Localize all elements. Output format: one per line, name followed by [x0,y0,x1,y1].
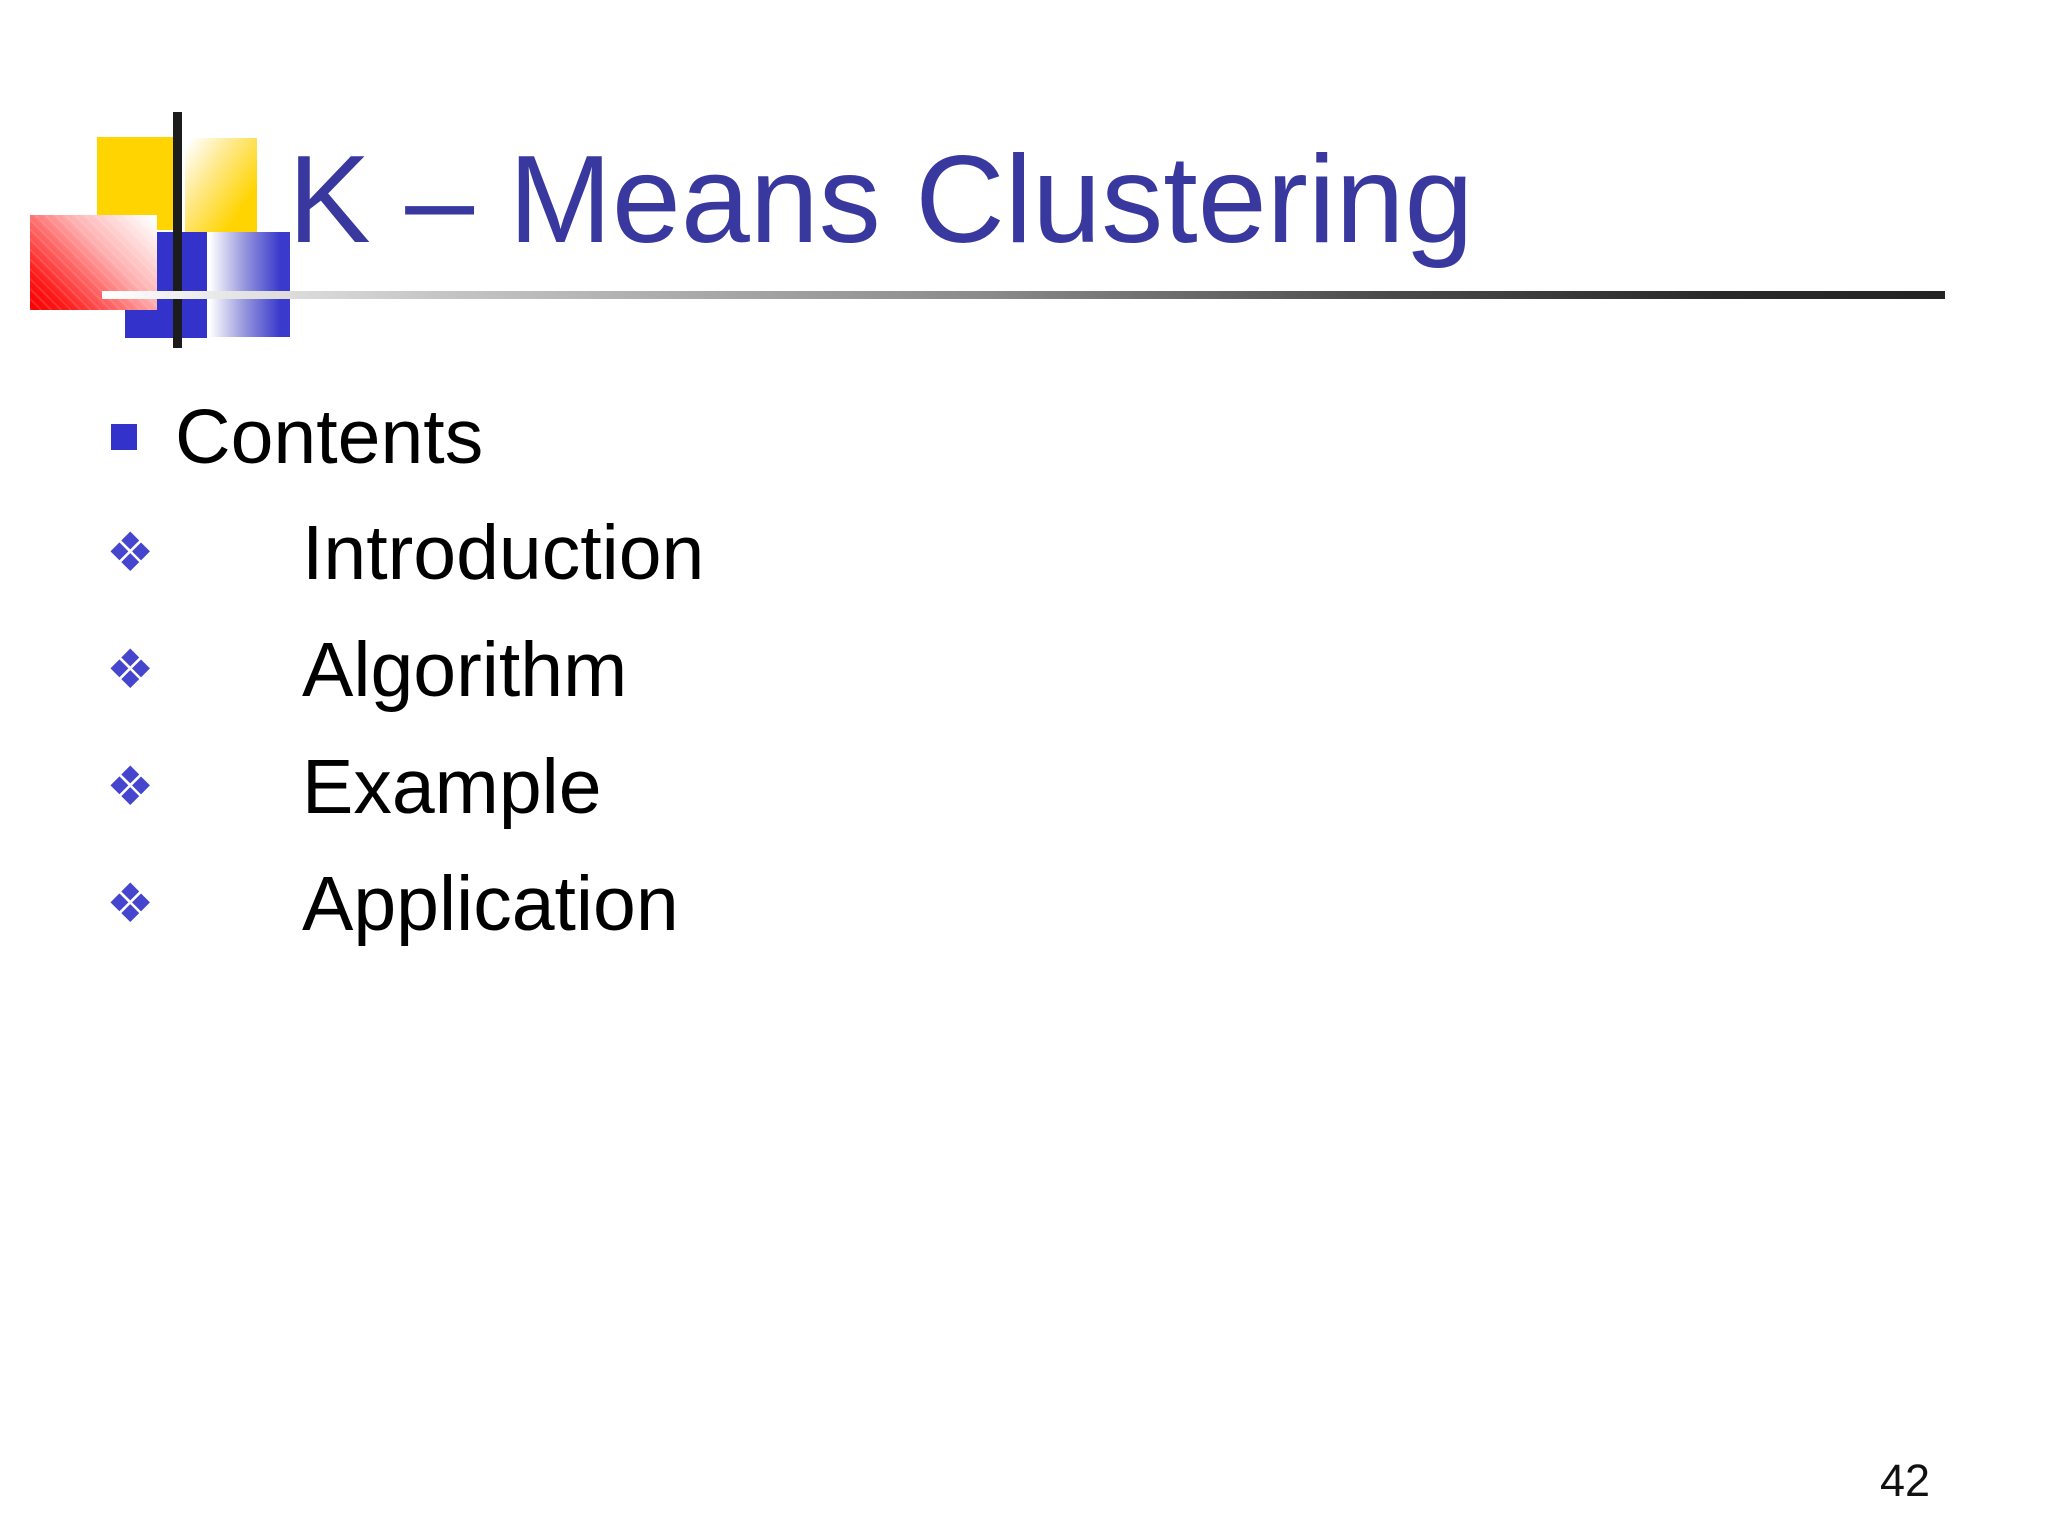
diamond-bullet-icon: ❖ [106,874,155,934]
list-item-label: Introduction [302,509,705,596]
logo-blue-gradient-square-icon [208,232,290,337]
square-bullet-icon [111,424,137,450]
logo-yellow-gradient-square-icon [185,138,257,232]
list-item-example: ❖ Example [0,727,2048,847]
list-item-contents: Contents [0,377,2048,497]
list-item-label: Example [302,743,602,830]
page-number: 42 [1880,1455,1931,1506]
diamond-bullet-icon: ❖ [106,757,155,817]
list-item-label: Algorithm [302,626,628,713]
logo-yellow-square-icon [97,137,173,230]
title-divider-rule [102,291,1945,299]
list-item-application: ❖ Application [0,844,2048,964]
diamond-bullet-icon: ❖ [106,523,155,583]
logo-vertical-line-icon [173,112,182,348]
list-item-introduction: ❖ Introduction [0,493,2048,613]
list-item-algorithm: ❖ Algorithm [0,610,2048,730]
list-item-label: Application [302,860,679,947]
list-item-label: Contents [175,393,484,480]
page-title: K – Means Clustering [288,131,1474,269]
diamond-bullet-icon: ❖ [106,640,155,700]
